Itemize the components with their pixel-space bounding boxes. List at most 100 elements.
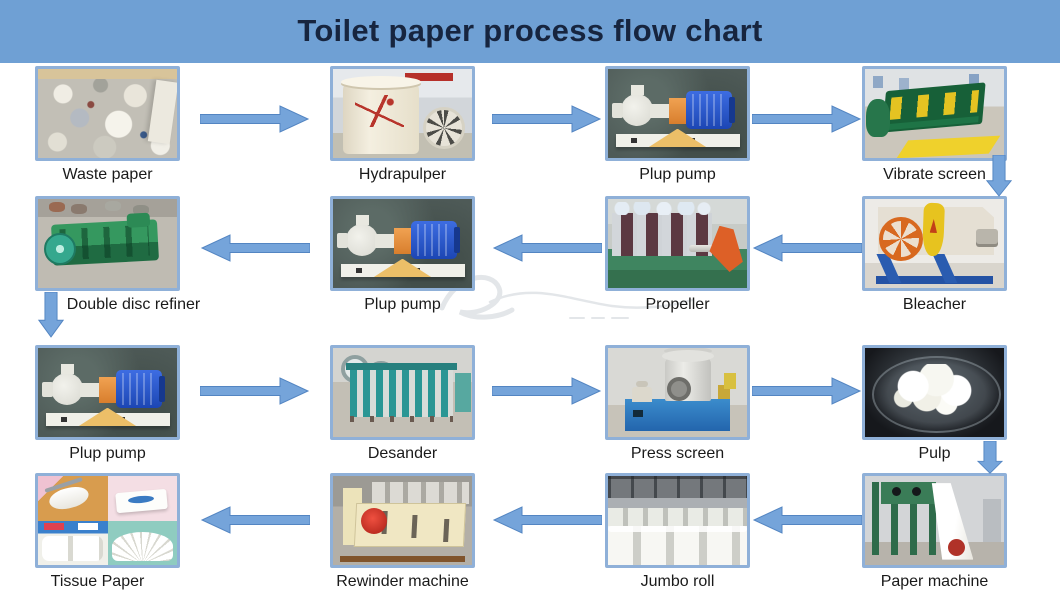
rewinder-machine-photo — [330, 473, 475, 568]
press-tank — [624, 398, 731, 431]
flow-node-propeller: Propeller — [605, 196, 750, 314]
rewinder-wheel — [360, 508, 387, 535]
flow-node-jumbo-roll: Jumbo roll — [605, 473, 750, 591]
flow-arrow-left — [492, 506, 602, 534]
flow-node-press-screen: Press screen — [605, 345, 750, 463]
node-label: Waste paper — [62, 166, 153, 183]
press-vessel — [662, 349, 714, 402]
node-label: Bleacher — [902, 296, 967, 313]
node-label: Desander — [367, 445, 438, 462]
node-label: Plup pump — [364, 296, 441, 313]
pump-coupling — [394, 228, 411, 255]
pulper-tank — [341, 75, 422, 155]
flow-node-plup-pump-2: Plup pump — [330, 196, 475, 314]
flow-arrow-left — [200, 234, 310, 262]
pulp-photo — [862, 345, 1007, 440]
flow-arrow-down — [976, 441, 1004, 474]
flow-arrow-right — [752, 377, 862, 405]
tissue-quadrant-pack — [38, 520, 108, 565]
machine-roller — [948, 539, 966, 557]
pulp-pump-photo — [605, 66, 750, 161]
jumbo-rolls-back-row — [608, 508, 747, 531]
tissue-quadrant-roll — [38, 476, 108, 521]
machine-side-equipment — [983, 499, 1002, 542]
double-disc-refiner-photo — [35, 196, 180, 291]
flow-arrow-right — [492, 377, 602, 405]
bleacher-wheel — [878, 216, 923, 261]
flow-node-double-disc-refiner: Double disc refiner — [35, 196, 200, 314]
flow-node-tissue-paper: Tissue Paper — [35, 473, 180, 591]
node-label: Plup pump — [69, 445, 146, 462]
pump-volute — [41, 363, 83, 405]
propeller-shaft — [688, 245, 731, 253]
tissue-quadrant-box — [107, 476, 177, 521]
bleacher-photo — [862, 196, 1007, 291]
flow-node-desander: Desander — [330, 345, 475, 463]
screen-hopper — [866, 99, 890, 137]
vibrate-screen-photo — [862, 66, 1007, 161]
flow-arrow-right — [492, 105, 602, 133]
flow-arrow-left — [752, 506, 862, 534]
flow-arrow-left — [200, 506, 310, 534]
press-screen-photo — [605, 345, 750, 440]
pump-motor — [410, 221, 460, 259]
paper-machine-photo — [862, 473, 1007, 568]
node-label: Tissue Paper — [50, 573, 145, 590]
waste-paper-photo — [35, 66, 180, 161]
refiner-wheel — [43, 232, 76, 265]
flow-node-bleacher: Bleacher — [862, 196, 1007, 314]
node-label: Jumbo roll — [640, 573, 715, 590]
rewinder-rail — [339, 556, 466, 563]
flow-node-pulp: Pulp — [862, 345, 1007, 463]
jumbo-rolls-front-row — [608, 525, 747, 565]
propeller-photo — [605, 196, 750, 291]
pump-body — [374, 233, 396, 248]
node-label: Propeller — [645, 296, 710, 313]
desander-photo — [330, 345, 475, 440]
flow-node-rewinder-machine: Rewinder machine — [330, 473, 475, 591]
pulper-rotor-disc — [423, 107, 466, 150]
desander-cone-bank — [345, 362, 457, 423]
node-label: Pulp — [918, 445, 951, 462]
flow-node-waste-paper: Waste paper — [35, 66, 180, 184]
bleacher-motor — [976, 229, 999, 245]
flow-arrow-right — [200, 377, 310, 405]
pulp-pump-photo — [35, 345, 180, 440]
pump-volute — [611, 84, 653, 126]
pulp-fluff — [885, 364, 984, 418]
propeller-blade — [709, 225, 743, 272]
flow-arrow-down — [985, 155, 1013, 197]
jumbo-roll-photo — [605, 473, 750, 568]
node-label: Press screen — [630, 445, 725, 462]
pump-coupling — [669, 98, 686, 125]
pump-coupling — [99, 377, 116, 404]
hydrapulper-photo — [330, 66, 475, 161]
node-label: Rewinder machine — [336, 573, 469, 590]
flow-arrow-down — [37, 292, 65, 338]
node-label: Paper machine — [880, 573, 989, 590]
tissue-paper-photo — [35, 473, 180, 568]
tissue-quadrant-napkins — [107, 520, 177, 565]
node-label: Vibrate screen — [883, 166, 986, 183]
node-label: Double disc refiner — [66, 296, 201, 313]
pulp-pump-photo — [330, 196, 475, 291]
node-label: Plup pump — [639, 166, 716, 183]
flow-arrow-left — [752, 234, 862, 262]
pump-body — [79, 382, 101, 397]
flow-arrow-left — [492, 234, 602, 262]
flow-node-hydrapulper: Hydrapulper — [330, 66, 475, 184]
press-motor — [631, 381, 653, 403]
flow-arrow-right — [200, 105, 310, 133]
pump-body — [649, 103, 671, 118]
screen-body — [882, 82, 987, 133]
desander-side-unit — [455, 372, 471, 413]
pump-motor — [115, 370, 165, 408]
flow-node-plup-pump-1: Plup pump — [605, 66, 750, 184]
node-label: Hydrapulper — [358, 166, 447, 183]
bleacher-frame — [873, 254, 995, 284]
flow-node-plup-pump-3: Plup pump — [35, 345, 180, 463]
page-title: Toilet paper process flow chart — [297, 13, 763, 48]
pump-motor — [685, 91, 735, 129]
pump-volute — [336, 214, 378, 256]
